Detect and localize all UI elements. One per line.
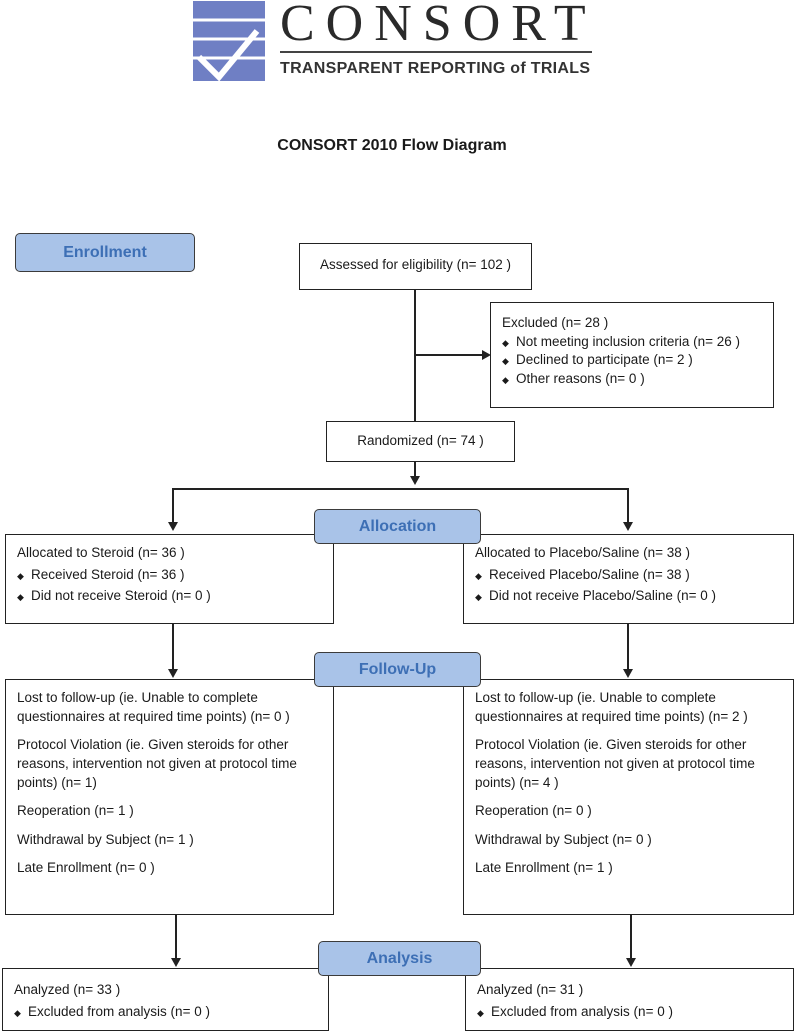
bullet-icon: ◆ — [475, 570, 482, 581]
arrow-to-allocation-left — [168, 522, 178, 531]
connector-right-down — [627, 488, 629, 522]
excluded-item: ◆Not meeting inclusion criteria (n= 26 ) — [502, 333, 740, 349]
logo-divider — [280, 51, 592, 53]
stage-analysis: Analysis — [318, 941, 481, 976]
randomized-text: Randomized (n= 74 ) — [357, 433, 484, 448]
randomized-box: Randomized (n= 74 ) — [326, 421, 515, 462]
arrow-to-excluded — [482, 350, 491, 360]
bullet-icon: ◆ — [502, 356, 509, 367]
followup-left-late: Late Enrollment (n= 0 ) — [17, 860, 155, 876]
followup-right-late: Late Enrollment (n= 1 ) — [475, 860, 613, 876]
arrow-to-allocation-right — [623, 522, 633, 531]
excluded-item: ◆Other reasons (n= 0 ) — [502, 370, 645, 386]
logo-name: CONSORT — [280, 0, 597, 52]
analysis-left-box: Analyzed (n= 33 ) ◆Excluded from analysi… — [2, 968, 329, 1031]
connector-randomized-split — [414, 462, 416, 477]
bullet-icon: ◆ — [502, 337, 509, 348]
excluded-item: ◆Declined to participate (n= 2 ) — [502, 352, 693, 368]
connector-horizontal-split — [172, 488, 628, 490]
excluded-box: Excluded (n= 28 ) ◆Not meeting inclusion… — [490, 302, 774, 408]
analysis-right-title: Analyzed (n= 31 ) — [477, 982, 584, 997]
allocation-left-item: ◆Received Steroid (n= 36 ) — [17, 566, 185, 582]
bullet-icon: ◆ — [502, 374, 509, 385]
connector-assessed-randomized — [414, 290, 416, 421]
followup-left-protocol: Protocol Violation (ie. Given steroids f… — [17, 737, 297, 790]
analysis-right-item: ◆Excluded from analysis (n= 0 ) — [477, 1003, 673, 1019]
followup-left-withdrawal: Withdrawal by Subject (n= 1 ) — [17, 831, 194, 847]
bullet-icon: ◆ — [477, 1007, 484, 1018]
connector-to-excluded — [414, 354, 483, 356]
arrow-to-followup-right — [623, 669, 633, 678]
allocation-left-title: Allocated to Steroid (n= 36 ) — [17, 545, 185, 560]
allocation-right-title: Allocated to Placebo/Saline (n= 38 ) — [475, 545, 691, 560]
bullet-icon: ◆ — [17, 592, 24, 603]
connector-right-followup — [627, 624, 629, 669]
bullet-icon: ◆ — [475, 592, 482, 603]
consort-logo-mark — [193, 1, 265, 81]
followup-right-withdrawal: Withdrawal by Subject (n= 0 ) — [475, 831, 652, 847]
excluded-title: Excluded (n= 28 ) — [502, 315, 609, 330]
connector-left-analysis — [175, 915, 177, 958]
arrow-to-analysis-left — [171, 958, 181, 967]
connector-right-analysis — [630, 915, 632, 958]
allocation-left-box: Allocated to Steroid (n= 36 ) ◆Received … — [5, 534, 334, 624]
arrow-to-analysis-right — [626, 958, 636, 967]
assessed-box: Assessed for eligibility (n= 102 ) — [299, 243, 532, 290]
bullet-icon: ◆ — [17, 570, 24, 581]
bullet-icon: ◆ — [14, 1007, 21, 1018]
logo-tagline: TRANSPARENT REPORTING of TRIALS — [280, 60, 591, 77]
allocation-left-item: ◆Did not receive Steroid (n= 0 ) — [17, 588, 211, 604]
stage-allocation: Allocation — [314, 509, 481, 544]
arrow-split — [410, 476, 420, 485]
assessed-text: Assessed for eligibility (n= 102 ) — [320, 257, 511, 272]
analysis-right-box: Analyzed (n= 31 ) ◆Excluded from analysi… — [465, 968, 794, 1031]
followup-right-lost: Lost to follow-up (ie. Unable to complet… — [475, 690, 748, 724]
followup-left-box: Lost to follow-up (ie. Unable to complet… — [5, 679, 334, 915]
allocation-right-box: Allocated to Placebo/Saline (n= 38 ) ◆Re… — [463, 534, 794, 624]
allocation-right-item: ◆Received Placebo/Saline (n= 38 ) — [475, 566, 690, 582]
connector-left-down — [172, 488, 174, 522]
followup-right-protocol: Protocol Violation (ie. Given steroids f… — [475, 737, 755, 790]
followup-right-box: Lost to follow-up (ie. Unable to complet… — [463, 679, 794, 915]
analysis-left-title: Analyzed (n= 33 ) — [14, 982, 121, 997]
connector-left-followup — [172, 624, 174, 669]
followup-right-reoperation: Reoperation (n= 0 ) — [475, 803, 592, 819]
page-title: CONSORT 2010 Flow Diagram — [277, 137, 507, 154]
analysis-left-item: ◆Excluded from analysis (n= 0 ) — [14, 1003, 210, 1019]
followup-left-lost: Lost to follow-up (ie. Unable to complet… — [17, 690, 290, 724]
arrow-to-followup-left — [168, 669, 178, 678]
stage-followup: Follow-Up — [314, 652, 481, 687]
followup-left-reoperation: Reoperation (n= 1 ) — [17, 803, 134, 819]
allocation-right-item: ◆Did not receive Placebo/Saline (n= 0 ) — [475, 588, 717, 604]
stage-enrollment: Enrollment — [15, 233, 195, 272]
